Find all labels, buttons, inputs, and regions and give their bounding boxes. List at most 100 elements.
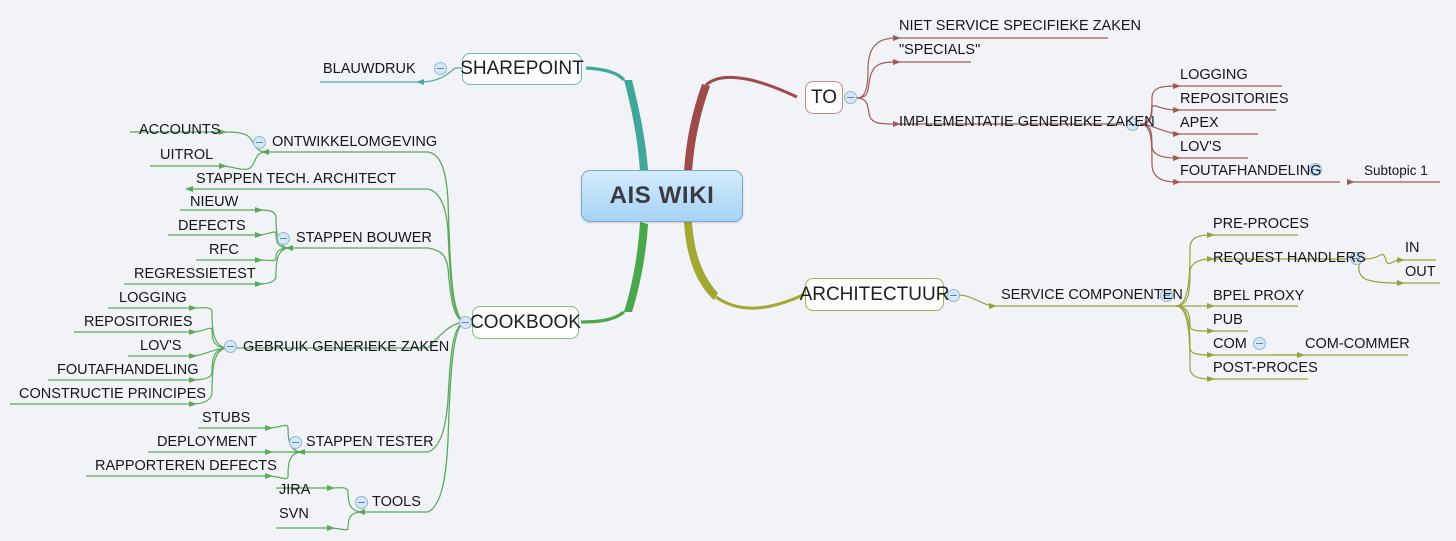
collapse-toggle-stappen-tester[interactable] bbox=[289, 436, 302, 449]
collapse-toggle-tools[interactable] bbox=[355, 496, 368, 509]
topic-cb-logging[interactable]: LOGGING bbox=[119, 291, 187, 306]
topic-to-foutafhandeling[interactable]: FOUTAFHANDELING bbox=[1180, 164, 1322, 179]
node-cookbook[interactable]: COOKBOOK bbox=[470, 306, 581, 339]
arrow-svc-4 bbox=[1207, 328, 1215, 334]
wire-root-architectuur-tail bbox=[715, 293, 804, 310]
arrow-ggz-3 bbox=[189, 353, 197, 359]
topic-cb-lovs[interactable]: LOV'S bbox=[140, 339, 181, 354]
collapse-toggle-service-componenten[interactable] bbox=[1160, 289, 1173, 302]
topic-rapporteren-defects[interactable]: RAPPORTEREN DEFECTS bbox=[95, 459, 277, 474]
topic-tools[interactable]: TOOLS bbox=[372, 495, 421, 510]
arrow-cb-2 bbox=[185, 186, 193, 192]
topic-stappen-tech-architect-label: STAPPEN TECH. ARCHITECT bbox=[196, 171, 397, 187]
collapse-toggle-gebruik-generieke-zaken[interactable] bbox=[224, 340, 237, 353]
topic-request-handlers[interactable]: REQUEST HANDLERS bbox=[1213, 251, 1366, 266]
arrow-impl-4 bbox=[1173, 155, 1181, 161]
topic-tools-label: TOOLS bbox=[372, 494, 421, 510]
topic-pub[interactable]: PUB bbox=[1213, 313, 1243, 328]
topic-com-commer[interactable]: COM-COMMER bbox=[1305, 337, 1410, 352]
topic-post-proces-label: POST-PROCES bbox=[1213, 360, 1318, 376]
arrow-deployment bbox=[265, 449, 273, 455]
topic-specials-label: "SPECIALS" bbox=[899, 42, 981, 58]
topic-to-apex[interactable]: APEX bbox=[1180, 116, 1219, 131]
topic-deployment-label: DEPLOYMENT bbox=[157, 434, 257, 450]
topic-to-repositories[interactable]: REPOSITORIES bbox=[1180, 92, 1289, 107]
collapse-toggle-stappen-bouwer[interactable] bbox=[277, 232, 290, 245]
topic-cb-repositories[interactable]: REPOSITORIES bbox=[84, 315, 193, 330]
topic-svn[interactable]: SVN bbox=[279, 507, 309, 522]
topic-ontwikkelomgeving-label: ONTWIKKELOMGEVING bbox=[272, 134, 438, 150]
arrow-subtopic1 bbox=[1347, 179, 1355, 185]
topic-jira[interactable]: JIRA bbox=[279, 483, 310, 498]
topic-request-handlers-out[interactable]: OUT bbox=[1405, 265, 1436, 280]
topic-niet-service-specifieke-zaken[interactable]: NIET SERVICE SPECIFIEKE ZAKEN bbox=[899, 19, 1141, 34]
root-node[interactable]: AIS WIKI bbox=[581, 170, 743, 222]
arrow-stubs bbox=[265, 425, 273, 431]
topic-com[interactable]: COM bbox=[1213, 337, 1247, 352]
topic-subtopic-1-label: Subtopic 1 bbox=[1364, 163, 1428, 178]
topic-pre-proces[interactable]: PRE-PROCES bbox=[1213, 217, 1309, 232]
arrow-impl-3 bbox=[1173, 131, 1181, 137]
node-sharepoint[interactable]: SHAREPOINT bbox=[460, 53, 584, 85]
topic-stappen-tech-architect[interactable]: STAPPEN TECH. ARCHITECT bbox=[196, 172, 396, 187]
arrow-cb-6 bbox=[357, 509, 365, 515]
topic-to-apex-label: APEX bbox=[1180, 115, 1219, 131]
node-sharepoint-label: SHAREPOINT bbox=[460, 58, 584, 79]
topic-request-handlers-out-label: OUT bbox=[1405, 264, 1436, 280]
wire-root-sharepoint-tail bbox=[585, 66, 626, 82]
arrow-blauwdruk bbox=[416, 79, 424, 85]
topic-constructie-principes-label: CONSTRUCTIE PRINCIPES bbox=[19, 386, 206, 402]
arrow-defects bbox=[255, 232, 263, 238]
node-architectuur[interactable]: ARCHITECTUUR bbox=[800, 278, 949, 311]
arrow-cb-1 bbox=[261, 149, 269, 155]
topic-defects[interactable]: DEFECTS bbox=[178, 219, 246, 234]
collapse-toggle-cookbook[interactable] bbox=[459, 316, 472, 329]
wire-root-to-tail bbox=[704, 75, 798, 99]
topic-rfc[interactable]: RFC bbox=[209, 243, 239, 258]
topic-blauwdruk[interactable]: BLAUWDRUK bbox=[323, 62, 416, 77]
topic-subtopic-1[interactable]: Subtopic 1 bbox=[1364, 164, 1428, 178]
topic-stappen-bouwer[interactable]: STAPPEN BOUWER bbox=[296, 231, 432, 246]
topic-nieuw[interactable]: NIEUW bbox=[190, 195, 238, 210]
topic-implementatie-generieke-zaken[interactable]: IMPLEMENTATIE GENERIEKE ZAKEN bbox=[899, 115, 1155, 130]
topic-service-componenten[interactable]: SERVICE COMPONENTEN bbox=[1001, 288, 1183, 303]
topic-uitrol-label: UITROL bbox=[160, 147, 214, 163]
topic-post-proces[interactable]: POST-PROCES bbox=[1213, 361, 1318, 376]
collapse-toggle-to[interactable] bbox=[844, 91, 857, 104]
arrow-to-1 bbox=[893, 35, 901, 41]
topic-jira-label: JIRA bbox=[279, 482, 311, 498]
topic-stappen-bouwer-label: STAPPEN BOUWER bbox=[296, 230, 432, 246]
topic-regressietest[interactable]: REGRESSIETEST bbox=[134, 267, 256, 282]
topic-specials[interactable]: "SPECIALS" bbox=[899, 43, 980, 58]
arrow-com-commer bbox=[1297, 352, 1305, 358]
topic-stubs[interactable]: STUBS bbox=[202, 411, 250, 426]
topic-accounts[interactable]: ACCOUNTS bbox=[139, 123, 220, 138]
topic-deployment[interactable]: DEPLOYMENT bbox=[157, 435, 257, 450]
topic-gebruik-generieke-zaken[interactable]: GEBRUIK GENERIEKE ZAKEN bbox=[243, 340, 449, 355]
topic-cb-foutafhandeling[interactable]: FOUTAFHANDELING bbox=[57, 363, 199, 378]
topic-com-commer-label: COM-COMMER bbox=[1305, 336, 1410, 352]
node-to-label: TO bbox=[810, 86, 838, 108]
collapse-toggle-request-handlers[interactable] bbox=[1350, 252, 1363, 265]
topic-stappen-tester[interactable]: STAPPEN TESTER bbox=[306, 435, 434, 450]
topic-request-handlers-in[interactable]: IN bbox=[1405, 241, 1420, 256]
topic-to-logging[interactable]: LOGGING bbox=[1180, 68, 1248, 83]
topic-uitrol[interactable]: UITROL bbox=[160, 148, 213, 163]
topic-pre-proces-label: PRE-PROCES bbox=[1213, 216, 1309, 232]
collapse-toggle-com[interactable] bbox=[1253, 337, 1266, 350]
collapse-toggle-architectuur[interactable] bbox=[947, 289, 960, 302]
topic-constructie-principes[interactable]: CONSTRUCTIE PRINCIPES bbox=[19, 387, 206, 402]
topic-ontwikkelomgeving[interactable]: ONTWIKKELOMGEVING bbox=[272, 135, 437, 150]
collapse-toggle-implementatie[interactable] bbox=[1126, 118, 1139, 131]
arrow-rfc bbox=[255, 257, 263, 263]
node-to[interactable]: TO bbox=[805, 81, 843, 114]
arrow-svc-6 bbox=[1207, 376, 1215, 382]
topic-rfc-label: RFC bbox=[209, 242, 239, 258]
topic-to-lovs[interactable]: LOV'S bbox=[1180, 140, 1221, 155]
topic-rapporteren-defects-label: RAPPORTEREN DEFECTS bbox=[95, 458, 277, 474]
topic-bpel-proxy[interactable]: BPEL PROXY bbox=[1213, 289, 1304, 304]
collapse-toggle-ontwikkelomgeving[interactable] bbox=[253, 136, 266, 149]
root-node-label: AIS WIKI bbox=[609, 182, 715, 209]
collapse-toggle-sharepoint[interactable] bbox=[434, 62, 447, 75]
collapse-toggle-foutafhandeling-to[interactable] bbox=[1309, 163, 1322, 176]
